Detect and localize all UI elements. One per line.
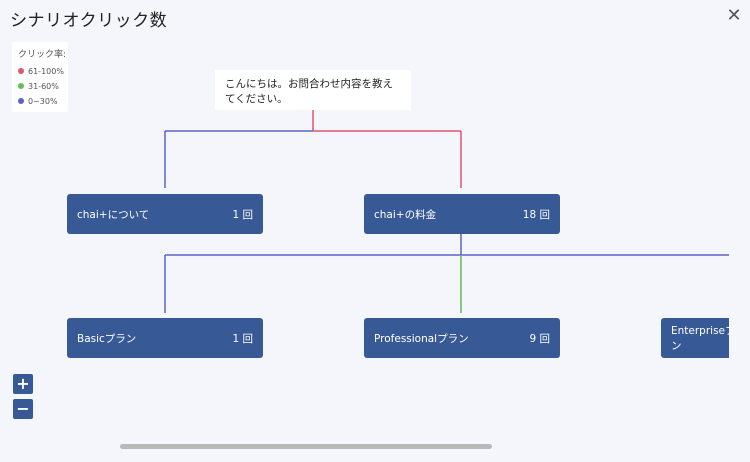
- legend-label: 0~30%: [28, 96, 58, 106]
- legend-item-high: 61-100%: [18, 66, 64, 76]
- tree-node-about[interactable]: chai+について 1 回: [67, 194, 263, 234]
- root-message: こんにちは。お問合わせ内容を教えてください。: [215, 70, 411, 110]
- node-label: Professionalプラン: [374, 332, 469, 345]
- legend-dot-icon: [18, 98, 24, 104]
- node-click-count: 9 回: [529, 332, 550, 345]
- legend-dot-icon: [18, 68, 24, 74]
- node-label: chai+について: [77, 208, 150, 221]
- legend-title: クリック率:: [18, 50, 67, 60]
- node-click-count: 1 回: [232, 208, 253, 221]
- close-icon[interactable]: ✕: [726, 5, 742, 26]
- node-label: Basicプラン: [77, 332, 137, 345]
- legend-label: 61-100%: [28, 66, 64, 76]
- horizontal-scrollbar-thumb[interactable]: [120, 444, 492, 449]
- node-click-count: 18 回: [522, 208, 550, 221]
- node-click-count: 1 回: [232, 332, 253, 345]
- legend-item-low: 0~30%: [18, 96, 58, 106]
- tree-node-professional-plan[interactable]: Professionalプラン 9 回: [364, 318, 560, 358]
- tree-node-enterprise-plan[interactable]: Enterpriseプラン: [661, 318, 729, 358]
- zoom-in-button[interactable]: +: [13, 374, 33, 394]
- node-label: chai+の料金: [374, 208, 437, 221]
- page-title: シナリオクリック数: [10, 11, 168, 31]
- click-rate-legend: クリック率: 61-100% 31-60% 0~30%: [12, 42, 68, 112]
- tree-node-pricing[interactable]: chai+の料金 18 回: [364, 194, 560, 234]
- legend-label: 31-60%: [28, 81, 59, 91]
- tree-node-basic-plan[interactable]: Basicプラン 1 回: [67, 318, 263, 358]
- legend-dot-icon: [18, 83, 24, 89]
- legend-item-mid: 31-60%: [18, 81, 59, 91]
- node-label: Enterpriseプラン: [671, 325, 729, 352]
- zoom-out-button[interactable]: −: [13, 399, 33, 419]
- connector-lines: [164, 110, 729, 313]
- scenario-tree-canvas[interactable]: こんにちは。お問合わせ内容を教えてください。 chai+について 1 回 cha…: [0, 0, 729, 440]
